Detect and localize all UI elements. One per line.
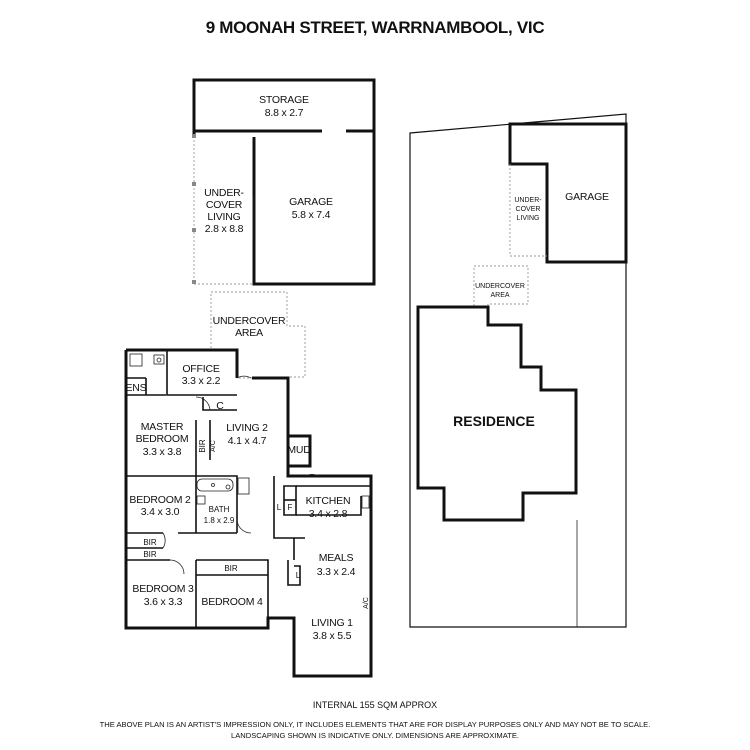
office-label: OFFICE xyxy=(182,363,219,375)
office-dims: 3.3 x 2.2 xyxy=(182,375,221,387)
master-bedroom-line2: BEDROOM xyxy=(136,433,189,445)
meals-dims: 3.3 x 2.4 xyxy=(317,566,356,578)
master-bedroom-dims: 3.3 x 3.8 xyxy=(143,446,182,458)
laundry-label: L xyxy=(277,503,282,512)
undercover-living-line3: LIVING xyxy=(207,211,240,223)
bir-a-label: BIR xyxy=(143,538,157,547)
undercover-living-line1: UNDER- xyxy=(204,187,244,199)
storage-label: STORAGE xyxy=(259,94,309,106)
garage-label: GARAGE xyxy=(289,196,333,208)
bir-c-label: BIR xyxy=(224,564,238,573)
bedroom4-label: BEDROOM 4 xyxy=(201,596,263,608)
ac-label: A/C xyxy=(210,440,217,452)
outbuilding xyxy=(192,78,376,286)
bedroom2-label: BEDROOM 2 xyxy=(129,494,191,506)
bedroom3-dims: 3.6 x 3.3 xyxy=(144,596,183,608)
storage-dims: 8.8 x 2.7 xyxy=(265,107,304,119)
fridge-label: F xyxy=(288,503,293,512)
mud-label: MUD xyxy=(287,444,311,456)
site-undercover-living-line3: LIVING xyxy=(517,215,540,222)
undercover-area-line1: UNDERCOVER xyxy=(213,315,286,327)
cupboard-label: C xyxy=(216,400,224,412)
bedroom3-label: BEDROOM 3 xyxy=(132,583,194,595)
living2-label: LIVING 2 xyxy=(226,422,268,434)
undercover-area-line2: AREA xyxy=(235,327,263,339)
undercover-living-dims: 2.8 x 8.8 xyxy=(205,223,244,235)
bath-dims: 1.8 x 2.9 xyxy=(204,516,235,525)
footer-disclaimer-2: LANDSCAPING SHOWN IS INDICATIVE ONLY. DI… xyxy=(231,731,519,740)
site-garage-label: GARAGE xyxy=(565,191,609,203)
master-bedroom-line1: MASTER xyxy=(141,421,184,433)
house-walls xyxy=(124,348,373,678)
bath-label: BATH xyxy=(209,505,230,514)
meals-label: MEALS xyxy=(319,552,354,564)
living2-dims: 4.1 x 4.7 xyxy=(228,435,267,447)
site-undercover-area-line1: UNDERCOVER xyxy=(475,283,525,290)
footer-disclaimer-1: THE ABOVE PLAN IS AN ARTIST'S IMPRESSION… xyxy=(100,720,651,729)
living1-dims: 3.8 x 5.5 xyxy=(313,630,352,642)
ens-label: ENS xyxy=(126,382,147,394)
site-undercover-area-line2: AREA xyxy=(490,292,509,299)
ac2-label: A/C xyxy=(363,597,370,609)
bir-b-label: BIR xyxy=(143,550,157,559)
site-undercover-living-line2: COVER xyxy=(516,206,541,213)
site-residence-label: RESIDENCE xyxy=(453,413,535,429)
kitchen-dims: 3.4 x 2.8 xyxy=(309,508,348,520)
plan-title: 9 MOONAH STREET, WARRNAMBOOL, VIC xyxy=(206,18,545,37)
kitchen-label: KITCHEN xyxy=(306,495,351,507)
garage-dims: 5.8 x 7.4 xyxy=(292,209,331,221)
site-undercover-living-line1: UNDER- xyxy=(514,197,542,204)
bir-master-label: BIR xyxy=(198,439,207,453)
undercover-living-line2: COVER xyxy=(206,199,243,211)
footer-area: INTERNAL 155 SQM APPROX xyxy=(313,700,437,710)
site-plan xyxy=(409,113,628,628)
bedroom2-dims: 3.4 x 3.0 xyxy=(141,506,180,518)
living1-label: LIVING 1 xyxy=(311,617,353,629)
linen-label: L xyxy=(296,571,301,580)
